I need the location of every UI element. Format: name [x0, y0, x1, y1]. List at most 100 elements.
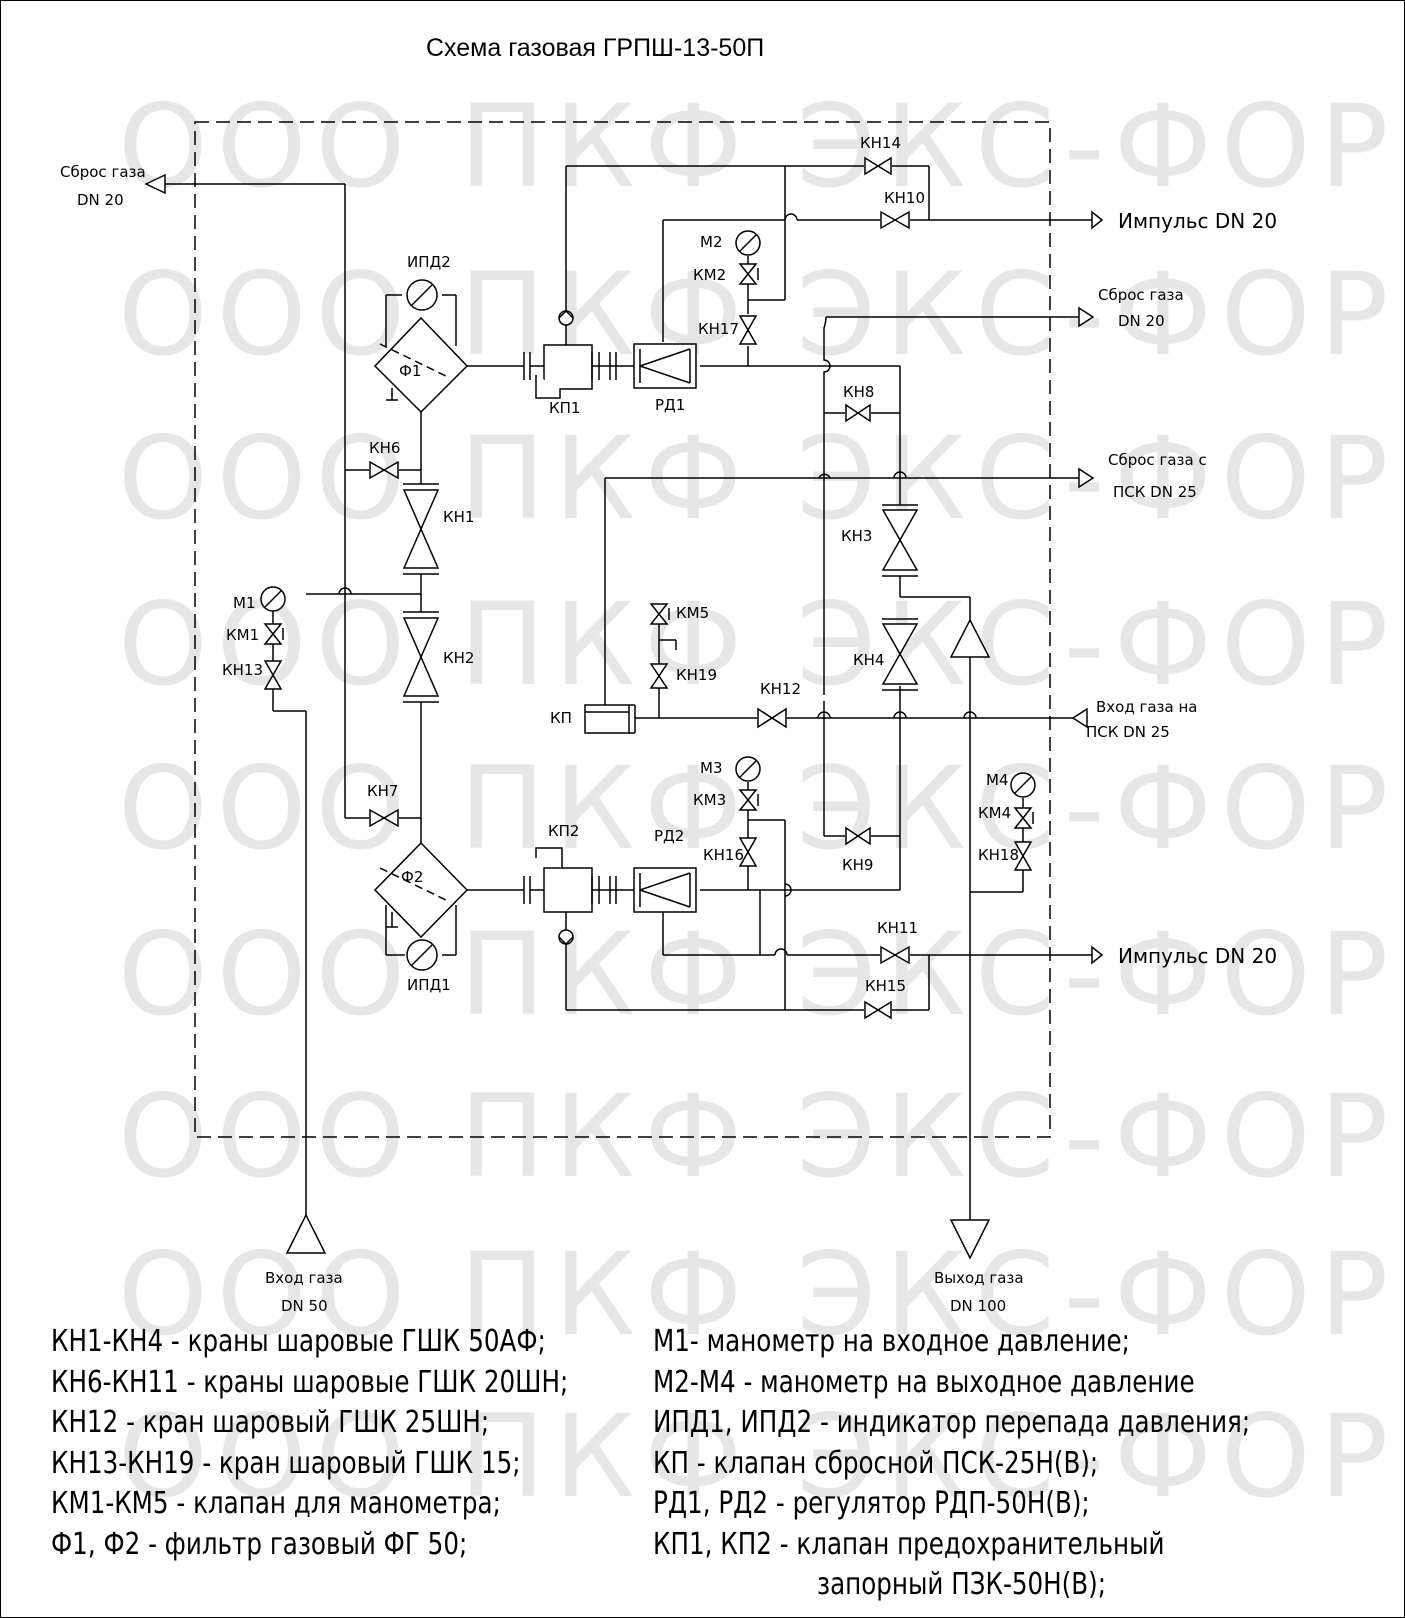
- legend-item: запорный ПЗК-50Н(В);: [817, 1567, 1106, 1602]
- legend-item: КН1-КН4 - краны шаровые ГШК 50АФ;: [51, 1324, 546, 1359]
- watermark-row: ООО ПКФ ЭКС-ФОРМА: [118, 908, 1405, 1041]
- label-rd1: РД1: [655, 396, 685, 414]
- legend-item: РД1, РД2 - регулятор РДП-50Н(В);: [653, 1486, 1090, 1521]
- label-km4: КМ4: [978, 804, 1011, 822]
- gauge-valve-km3: [738, 782, 759, 811]
- connection-symbols: [144, 173, 1104, 1260]
- label-km3: КМ3: [693, 791, 726, 809]
- legend-item: М2-М4 - манометр на выходное давление: [653, 1364, 1195, 1400]
- label-rd2: РД2: [654, 827, 684, 845]
- label-kn11: КН11: [877, 919, 918, 937]
- valve-kn7: [369, 808, 399, 828]
- regulator-rd2: [609, 867, 697, 913]
- legend-item: КМ1-КМ5 - клапан для манометра;: [51, 1486, 501, 1521]
- manometer-m2: [735, 230, 761, 256]
- vent-right-size: DN 20: [1118, 312, 1165, 330]
- valve-kn15: [864, 1000, 892, 1020]
- legend-right: М1- манометр на входное давление; М2-М4 …: [653, 1322, 1250, 1606]
- gas-outlet-size: DN 100: [950, 1297, 1006, 1315]
- valve-kn11: [880, 945, 910, 965]
- vent-psk-arrow: [1078, 467, 1095, 489]
- label-kn7: КН7: [367, 782, 398, 800]
- vent-right-label: Сброс газа: [1098, 286, 1184, 304]
- gas-inlet-triangle: [285, 1213, 327, 1254]
- watermark-row: ООО ПКФ ЭКС-ФОРМА: [118, 248, 1405, 381]
- filters: [373, 279, 469, 971]
- label-kp2: КП2: [548, 822, 579, 840]
- valve-kn14: [864, 156, 892, 176]
- component-labels: ИПД2 Ф1 КП1 РД1 М2 КМ2 КН17 КН14 КН10 КН…: [222, 134, 1019, 995]
- valve-kn10: [880, 210, 910, 230]
- psk-inlet-label: Вход газа на: [1096, 698, 1198, 716]
- gauge-valve-km1: [263, 604, 284, 661]
- manometer-m4: [1010, 772, 1036, 798]
- ball-valves: [263, 156, 1034, 1020]
- label-kn17: КН17: [698, 320, 739, 338]
- manometer-m3: [735, 756, 761, 782]
- gauge-valve-km2: [738, 256, 759, 285]
- filter-f2: [373, 841, 469, 971]
- label-kn8: КН8: [843, 383, 874, 401]
- label-km5: КМ5: [676, 604, 709, 622]
- vent-arrow-left: [144, 173, 166, 195]
- valve-kn1: [402, 483, 440, 575]
- legend-item: Ф1, Ф2 - фильтр газовый ФГ 50;: [51, 1526, 468, 1562]
- valve-kn13: [263, 660, 283, 690]
- valve-kn16: [738, 837, 758, 867]
- label-ipd2: ИПД2: [407, 253, 451, 271]
- legend-item: ИПД1, ИПД2 - индикатор перепада давления…: [653, 1405, 1251, 1440]
- label-f2: Ф2: [401, 868, 423, 886]
- valve-kn17: [738, 315, 758, 345]
- gas-outlet-triangle: [949, 1219, 991, 1260]
- vent-psk-size: ПСК DN 25: [1113, 483, 1197, 501]
- vent-arrow-right: [1078, 306, 1095, 328]
- label-kn4: КН4: [853, 651, 884, 669]
- regulator-rd1: [609, 343, 697, 389]
- legend-item: КП - клапан сбросной ПСК-25Н(В);: [653, 1445, 1099, 1481]
- vent-psk-label: Сброс газа с: [1108, 451, 1207, 469]
- manometer-m1: [260, 586, 286, 612]
- manometers: [260, 230, 1036, 798]
- label-kn19: КН19: [676, 666, 717, 684]
- label-kn15: КН15: [865, 977, 906, 995]
- valve-kn3: [881, 504, 919, 577]
- connection-labels: Сброс газа DN 20 Импульс DN 20 Сброс газ…: [60, 163, 1277, 1315]
- diagram-title: Схема газовая ГРПШ-13-50П: [426, 34, 765, 62]
- legend-item: КП1, КП2 - клапан предохранительный: [653, 1526, 1165, 1562]
- label-m3: М3: [700, 759, 723, 777]
- valves-regulators: [523, 309, 697, 946]
- valve-kn9: [845, 826, 871, 846]
- legend-item: КН12 - кран шаровый ГШК 25ШН;: [51, 1405, 490, 1440]
- filter-f1: [373, 279, 469, 414]
- label-m4: М4: [986, 771, 1009, 789]
- valve-kn19: [649, 663, 669, 689]
- label-kn12: КН12: [760, 680, 801, 698]
- label-kn6: КН6: [369, 439, 400, 457]
- watermark-row: ООО ПКФ ЭКС-ФОРМА: [118, 1390, 1405, 1523]
- watermark-row: ООО ПКФ ЭКС-ФОРМА: [118, 80, 1405, 213]
- watermark-row: ООО ПКФ ЭКС-ФОРМА: [118, 1228, 1405, 1361]
- label-km1: КМ1: [226, 626, 259, 644]
- label-m2: М2: [700, 233, 723, 251]
- label-f1: Ф1: [399, 362, 421, 380]
- impulse-bottom-label: Импульс DN 20: [1118, 944, 1277, 968]
- valve-kn6: [369, 460, 399, 480]
- pipelines: [165, 121, 1092, 1225]
- legend-item: КН13-КН19 - кран шаровый ГШК 15;: [51, 1445, 521, 1481]
- gas-inlet-size: DN 50: [281, 1297, 328, 1315]
- watermark-row: ООО ПКФ ЭКС-ФОРМА: [118, 578, 1405, 711]
- label-kn3: КН3: [841, 527, 872, 545]
- label-kn10: КН10: [884, 189, 925, 207]
- vent-left-label: Сброс газа: [60, 163, 146, 181]
- label-kn2: КН2: [443, 649, 474, 667]
- impulse-arrow-bottom: [1091, 945, 1104, 965]
- watermark-row: ООО ПКФ ЭКС-ФОРМА: [118, 742, 1405, 875]
- cabinet-boundary: [194, 121, 1051, 1138]
- psk-inlet-arrow: [1071, 707, 1088, 729]
- impulse-arrow-top: [1091, 210, 1104, 230]
- label-kp: КП: [550, 709, 572, 727]
- label-kn1: КН1: [443, 508, 474, 526]
- shutoff-valve-kp2: [523, 847, 600, 946]
- gas-outlet-label: Выход газа: [934, 1269, 1024, 1287]
